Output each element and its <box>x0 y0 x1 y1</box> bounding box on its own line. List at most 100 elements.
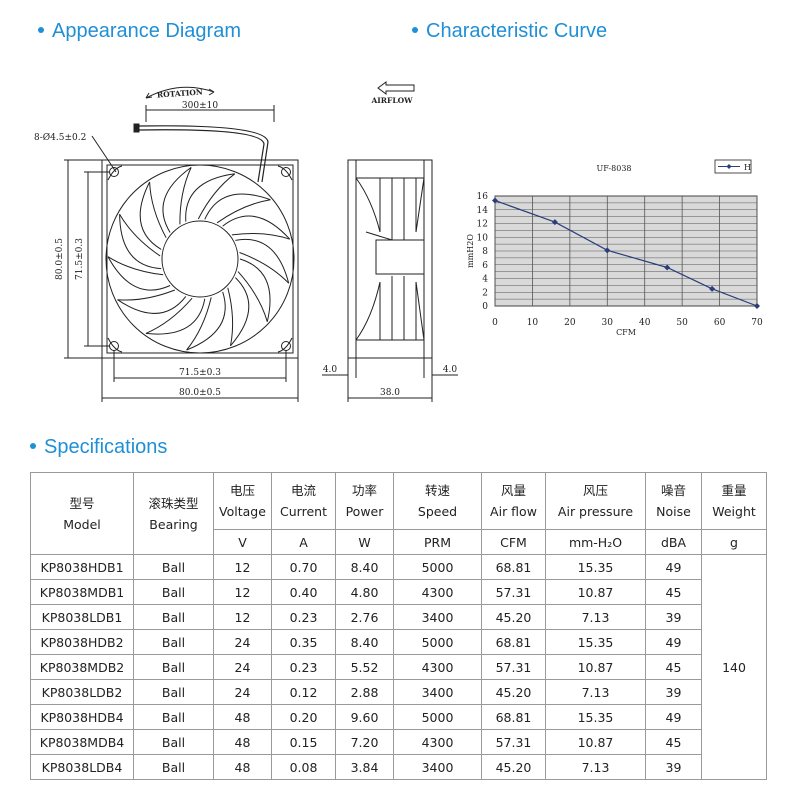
table-cell: 57.31 <box>481 579 546 605</box>
x-tick-label: 30 <box>602 318 614 328</box>
table-cell: Ball <box>133 604 214 630</box>
fan-blade-edge <box>186 297 212 351</box>
unit-cell: PRM <box>393 529 482 555</box>
x-tick-label: 60 <box>714 318 726 328</box>
y-tick-label: 8 <box>482 247 488 257</box>
legend-marker <box>726 164 732 169</box>
y-tick-label: 0 <box>482 302 488 312</box>
x-tick-label: 20 <box>564 318 576 328</box>
fan-blade-edge <box>107 256 164 276</box>
fan-blade-edge <box>231 233 290 240</box>
column-header: 风压 Air pressure <box>545 472 646 530</box>
table-cell: 3400 <box>393 679 482 705</box>
header-cn: 风压 <box>582 483 608 498</box>
x-tick-label: 10 <box>527 318 539 328</box>
table-cell: 10.87 <box>545 579 646 605</box>
flange-left-label: 4.0 <box>323 365 338 375</box>
table-cell: 7.13 <box>545 604 646 630</box>
characteristic-curve-heading: Characteristic Curve <box>412 20 607 43</box>
table-cell: KP8038LDB4 <box>30 754 134 780</box>
header-en: Air pressure <box>557 504 634 519</box>
fan-blade <box>204 193 271 220</box>
appearance-diagram-heading: Appearance Diagram <box>38 20 241 43</box>
fan-blade <box>185 173 235 222</box>
table-cell: 9.60 <box>335 704 394 730</box>
header-en: Voltage <box>219 504 266 519</box>
table-cell: KP8038HDB2 <box>30 629 134 655</box>
fan-blade-edge <box>216 199 271 224</box>
table-cell: Ball <box>133 579 214 605</box>
fan-blade <box>230 277 250 347</box>
inner-width-label: 71.5±0.3 <box>179 368 221 378</box>
table-cell: 24 <box>213 654 272 680</box>
table-cell: KP8038MDB2 <box>30 654 134 680</box>
unit-cell: A <box>271 529 336 555</box>
y-tick-label: 16 <box>477 192 489 202</box>
table-cell: 12 <box>213 579 272 605</box>
table-cell: 49 <box>645 554 702 580</box>
table-cell: 15.35 <box>545 704 646 730</box>
table-cell: Ball <box>133 754 214 780</box>
fan-blade-edge <box>179 167 192 225</box>
header-en: Air flow <box>490 504 537 519</box>
x-tick-label: 40 <box>639 318 651 328</box>
rotation-label: ROTATION <box>157 87 203 99</box>
header-cn: 滚珠类型 <box>148 495 199 511</box>
series-line-H <box>494 199 758 307</box>
header-cn: 功率 <box>351 483 377 498</box>
table-cell: 2.76 <box>335 604 394 630</box>
y-axis-label: mmH2O <box>466 234 475 268</box>
hole-spec-label: 8-Ø4.5±0.2 <box>34 132 86 143</box>
table-cell: 3400 <box>393 754 482 780</box>
table-cell: 5.52 <box>335 654 394 680</box>
header-en: Bearing <box>149 516 198 532</box>
table-cell: 0.23 <box>271 604 336 630</box>
table-cell: 68.81 <box>481 554 546 580</box>
fan-blade <box>239 258 271 322</box>
fan-blade <box>107 256 171 291</box>
header-cn: 电流 <box>290 483 316 498</box>
table-cell: 45 <box>645 729 702 755</box>
fan-blade <box>119 214 162 270</box>
fan-blade <box>222 215 291 240</box>
fan-blade <box>145 298 206 335</box>
table-cell: 45.20 <box>481 754 546 780</box>
y-tick-label: 2 <box>482 288 488 298</box>
header-cn: 型号 <box>69 495 95 511</box>
header-en: Noise <box>656 504 691 519</box>
table-cell: KP8038HDB4 <box>30 704 134 730</box>
table-cell: 39 <box>645 604 702 630</box>
column-header: 滚珠类型 Bearing <box>133 472 214 555</box>
airflow-label: AIRFLOW <box>370 96 413 105</box>
table-cell: Ball <box>133 679 214 705</box>
unit-cell: V <box>213 529 272 555</box>
fan-blade-edge <box>227 287 234 346</box>
data-point <box>604 247 611 254</box>
fan-blade-edge <box>145 297 193 334</box>
table-cell: 45 <box>645 579 702 605</box>
bullet-icon <box>412 26 418 33</box>
table-cell: 0.12 <box>271 679 336 705</box>
table-cell: 57.31 <box>481 729 546 755</box>
outer-height-label: 80.0±0.5 <box>55 238 65 280</box>
bullet-icon <box>38 26 44 33</box>
table-cell: 5000 <box>393 554 482 580</box>
table-cell: 0.35 <box>271 629 336 655</box>
table-cell: 7.13 <box>545 754 646 780</box>
fan-front-view <box>64 86 299 402</box>
bullet-icon <box>30 442 36 449</box>
fan-blade-edge <box>197 173 236 220</box>
table-cell: 24 <box>213 679 272 705</box>
table-cell: 0.40 <box>271 579 336 605</box>
table-cell: 49 <box>645 704 702 730</box>
table-cell: 48 <box>213 754 272 780</box>
table-cell: 10.87 <box>545 654 646 680</box>
